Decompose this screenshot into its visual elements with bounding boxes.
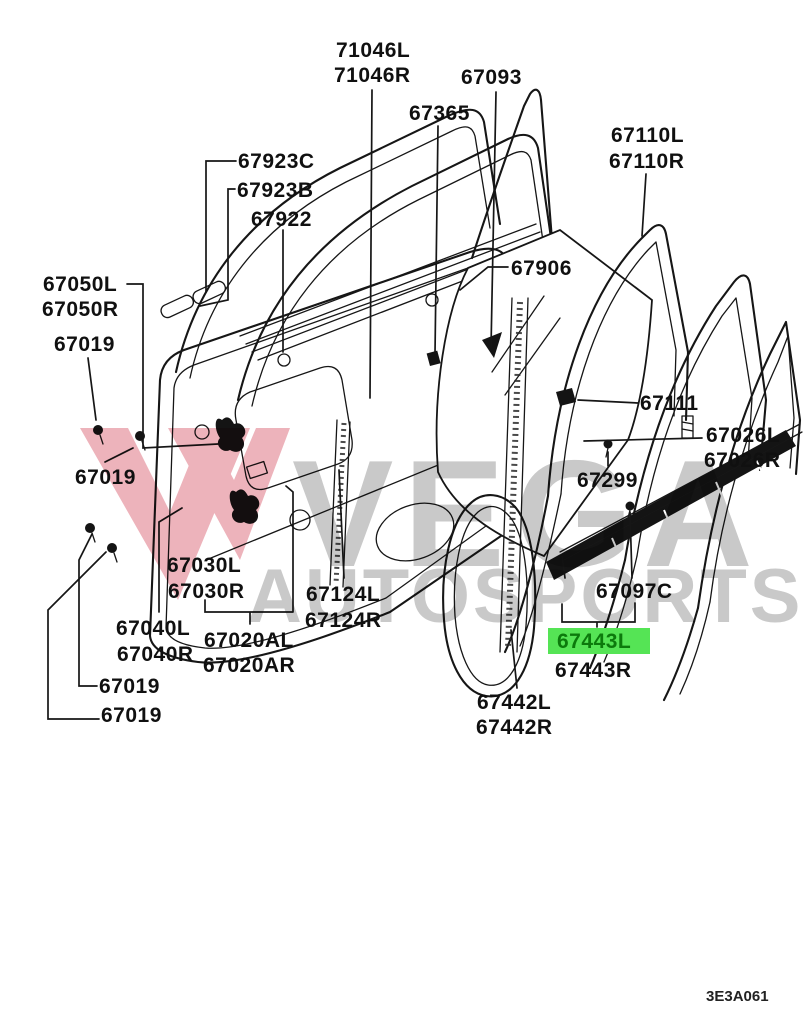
molding-hatch xyxy=(611,459,763,553)
part-label-67299[interactable]: 67299 xyxy=(577,469,638,492)
part-label-67040R[interactable]: 67040R xyxy=(117,643,194,666)
door-sash-frame xyxy=(236,133,562,402)
glass-reflection xyxy=(491,295,545,373)
part-label-67443L-highlighted[interactable]: 67443L xyxy=(557,630,631,653)
part-label-67019-1[interactable]: 67019 xyxy=(54,333,115,356)
part-label-67923C[interactable]: 67923C xyxy=(238,150,315,173)
door-check-pin xyxy=(160,294,195,319)
part-labels: 71046L 71046R 67093 67365 67923C 67923B … xyxy=(42,39,781,739)
part-label-67097C[interactable]: 67097C xyxy=(596,580,673,603)
part-label-67020AL[interactable]: 67020AL xyxy=(204,629,294,652)
watermark-sub-text: AUTOSPORTS xyxy=(247,554,803,639)
sash-clip xyxy=(426,350,441,367)
part-label-67110L[interactable]: 67110L xyxy=(611,124,684,147)
part-label-67040L[interactable]: 67040L xyxy=(116,617,190,640)
part-label-67050L[interactable]: 67050L xyxy=(43,273,117,296)
diagram-code: 3E3A061 xyxy=(706,988,769,1005)
watermark-brand-text: VEGA xyxy=(292,429,763,599)
part-label-67110R[interactable]: 67110R xyxy=(609,150,684,173)
part-label-67124L[interactable]: 67124L xyxy=(306,583,380,606)
highlight-box-67443L xyxy=(548,628,650,654)
part-label-67026R[interactable]: 67026R xyxy=(704,449,781,472)
part-label-67922[interactable]: 67922 xyxy=(251,208,312,231)
part-label-67923B[interactable]: 67923B xyxy=(237,179,314,202)
speaker-hole xyxy=(375,502,455,562)
sill-garnish xyxy=(559,423,801,553)
part-label-67365[interactable]: 67365 xyxy=(409,102,470,125)
part-label-67019-4[interactable]: 67019 xyxy=(101,704,162,727)
part-label-67906[interactable]: 67906 xyxy=(511,257,572,280)
vega-logo-mark-2 xyxy=(168,428,290,560)
weatherstrip-frame-outer xyxy=(696,320,802,610)
part-label-71046L[interactable]: 71046L xyxy=(336,39,410,62)
side-protector-molding xyxy=(546,430,796,580)
frame-corner-clip xyxy=(482,332,502,358)
door-opening-weatherstrip xyxy=(442,494,537,698)
door-line-art xyxy=(85,88,803,702)
part-label-67093[interactable]: 67093 xyxy=(461,66,522,89)
glass-holder-clip xyxy=(556,388,576,406)
watermark: VEGA AUTOSPORTS xyxy=(80,428,803,639)
door-window-frame xyxy=(174,108,502,374)
part-label-67124R[interactable]: 67124R xyxy=(305,609,382,632)
part-label-67030L[interactable]: 67030L xyxy=(167,554,241,577)
part-label-67026L[interactable]: 67026L xyxy=(706,424,780,447)
part-label-67111[interactable]: 67111 xyxy=(640,392,699,415)
door-glass xyxy=(435,228,653,558)
panel-hole xyxy=(289,509,311,531)
part-label-67442R[interactable]: 67442R xyxy=(476,716,553,739)
part-label-67019-2[interactable]: 67019 xyxy=(75,466,136,489)
panel-hole xyxy=(425,293,439,307)
part-label-67020AR[interactable]: 67020AR xyxy=(203,654,295,677)
door-inner-panel-inset xyxy=(165,265,525,649)
part-label-71046R[interactable]: 71046R xyxy=(334,64,411,87)
part-label-67019-3[interactable]: 67019 xyxy=(99,675,160,698)
glass-run-frame xyxy=(546,224,690,498)
part-label-67442L[interactable]: 67442L xyxy=(477,691,551,714)
part-label-67443R[interactable]: 67443R xyxy=(555,659,632,682)
weatherstrip-frame xyxy=(623,274,768,562)
glass-run-channel xyxy=(499,297,513,653)
panel-crease xyxy=(205,451,471,561)
division-sash xyxy=(470,88,554,260)
glass-reflection xyxy=(504,317,561,396)
front-run-channel xyxy=(329,419,338,586)
part-label-67030R[interactable]: 67030R xyxy=(168,580,245,603)
part-label-67050R[interactable]: 67050R xyxy=(42,298,119,321)
